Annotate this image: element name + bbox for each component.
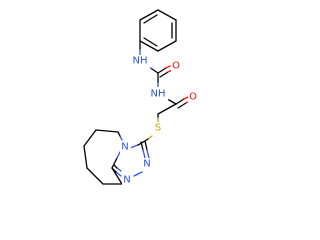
bond — [143, 37, 158, 47]
bond — [144, 140, 148, 151]
bond — [113, 164, 118, 169]
bond — [86, 167, 104, 185]
bond — [143, 14, 158, 24]
atom-n-ring-a: N — [120, 141, 131, 154]
atom-layer: NH O NH O S N — [120, 55, 199, 187]
bond — [159, 71, 169, 78]
bond — [146, 149, 150, 159]
bond — [157, 67, 167, 74]
bond — [147, 135, 153, 140]
atom-label: NH — [133, 56, 148, 67]
atom-o-amide: O — [188, 91, 199, 104]
bond — [83, 129, 97, 147]
bond — [115, 171, 122, 177]
atom-label: O — [172, 61, 180, 72]
atom-o-urea: O — [171, 60, 182, 73]
bond — [165, 65, 171, 69]
bond — [116, 151, 121, 159]
bond — [139, 9, 159, 21]
bond — [183, 96, 189, 100]
atom-nh-mid: NH — [148, 87, 168, 100]
bond — [119, 135, 123, 141]
atom-label: NH — [151, 89, 166, 100]
atom-s-link: S — [153, 122, 163, 135]
atom-label: O — [189, 92, 197, 103]
atom-n-ring-c: N — [122, 174, 133, 187]
bond — [116, 167, 122, 172]
bond — [157, 103, 177, 115]
bond — [177, 102, 187, 109]
bond — [95, 129, 119, 133]
atom-n-ring-b: N — [142, 158, 153, 171]
bond — [139, 40, 159, 52]
atom-label: N — [123, 175, 130, 186]
bond — [117, 131, 121, 137]
bond — [129, 144, 139, 149]
atom-label: S — [155, 123, 161, 134]
bond — [111, 167, 123, 185]
atom-label: N — [121, 142, 128, 153]
bond — [157, 9, 177, 21]
bond — [157, 40, 177, 52]
bond — [137, 140, 146, 146]
molecule-canvas: NH O NH O S N — [83, 9, 199, 187]
atom-nh-top: NH — [130, 55, 150, 68]
bond — [142, 149, 146, 159]
bond — [83, 145, 88, 169]
bond — [111, 157, 118, 169]
atom-label: N — [143, 159, 150, 170]
bond-layer — [83, 9, 191, 185]
bond — [133, 171, 143, 177]
bond — [151, 68, 159, 74]
bond — [175, 98, 185, 105]
structure-diagram: NH O NH O S N — [83, 9, 199, 187]
bond — [168, 99, 177, 105]
